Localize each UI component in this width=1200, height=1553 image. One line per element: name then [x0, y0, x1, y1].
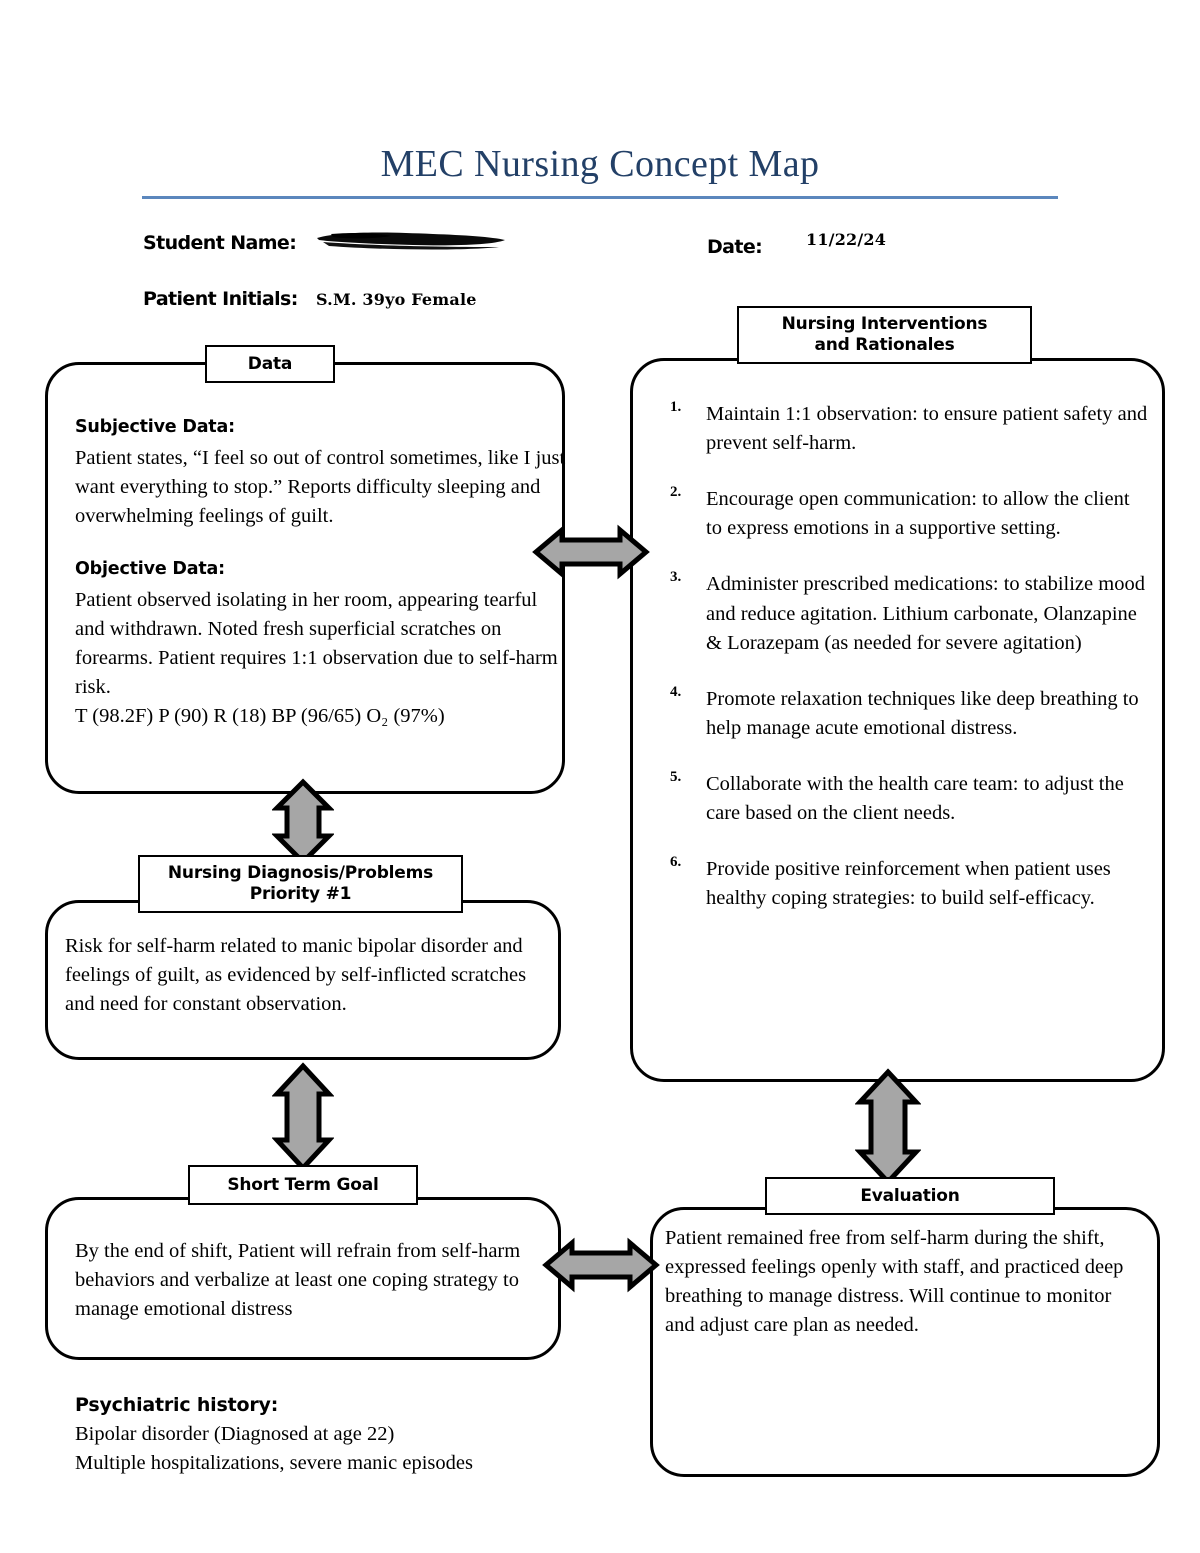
nursing-interventions-tab-line2: and Rationales [814, 335, 955, 355]
list-item-number: 1. [670, 399, 682, 415]
list-item: 6. Provide positive reinforcement when p… [668, 854, 1148, 913]
title-divider [142, 196, 1058, 199]
list-item-text: Promote relaxation techniques like deep … [706, 687, 1139, 739]
date-value: 11/22/24 [806, 230, 887, 249]
subjective-data-heading: Subjective Data: [75, 417, 235, 437]
short-term-goal-text: By the end of shift, Patient will refrai… [75, 1240, 521, 1321]
data-spacer [75, 531, 570, 557]
student-name-label: Student Name: [143, 232, 297, 254]
evaluation-text: Patient remained free from self-harm dur… [665, 1227, 1124, 1337]
list-item-text: Maintain 1:1 observation: to ensure pati… [706, 403, 1148, 455]
data-panel-body: Subjective Data: Patient states, “I feel… [75, 415, 570, 732]
arrow-interventions-to-evaluation [854, 1068, 922, 1186]
short-term-goal-panel [45, 1197, 561, 1360]
data-panel [45, 362, 565, 794]
nursing-diagnosis-text: Risk for self-harm related to manic bipo… [65, 935, 527, 1016]
list-item-number: 2. [670, 484, 682, 501]
student-name-redaction [313, 228, 509, 254]
arrow-data-to-diagnosis [270, 778, 336, 866]
arrow-data-to-interventions [532, 516, 650, 588]
arrow-diagnosis-to-goal [271, 1062, 335, 1172]
nursing-diagnosis-tab-line2: Priority #1 [249, 884, 352, 904]
evaluation-panel [650, 1207, 1160, 1477]
short-term-goal-tab: Short Term Goal [188, 1165, 418, 1205]
nursing-diagnosis-tab: Nursing Diagnosis/Problems Priority #1 [138, 855, 463, 913]
list-item: 1. Maintain 1:1 observation: to ensure p… [668, 399, 1148, 458]
date-label: Date: [707, 236, 763, 258]
list-item: 5. Collaborate with the health care team… [668, 768, 1148, 828]
list-item-number: 5. [670, 768, 682, 785]
list-item-number: 3. [670, 569, 682, 586]
evaluation-tab: Evaluation [765, 1177, 1055, 1215]
nursing-interventions-tab-line1: Nursing Interventions [781, 314, 988, 335]
list-item-number: 6. [670, 854, 682, 871]
list-item-text: Administer prescribed medications: to st… [706, 573, 1145, 654]
list-item: 2. Encourage open communication: to allo… [668, 484, 1148, 543]
patient-initials-value: S.M. 39yo Female [316, 290, 477, 309]
subjective-data-text: Patient states, “I feel so out of contro… [75, 446, 566, 528]
nursing-interventions-list: 1. Maintain 1:1 observation: to ensure p… [668, 399, 1148, 940]
objective-data-heading: Objective Data: [75, 559, 225, 580]
list-item-text: Collaborate with the health care team: t… [706, 772, 1124, 825]
page-title: MEC Nursing Concept Map [380, 143, 820, 185]
nursing-diagnosis-tab-line1: Nursing Diagnosis/Problems [167, 863, 434, 884]
list-item-number: 4. [670, 683, 682, 700]
nursing-interventions-tab: Nursing Interventions and Rationales [737, 306, 1032, 364]
list-item-text: Provide positive reinforcement when pati… [706, 858, 1111, 910]
psychiatric-history-line1: Bipolar disorder (Diagnosed at age 22) [75, 1423, 395, 1446]
psychiatric-history-heading: Psychiatric history: [75, 1394, 279, 1416]
arrow-goal-to-evaluation [542, 1229, 660, 1301]
list-item: 3. Administer prescribed medications: to… [668, 569, 1148, 657]
objective-data-text: Patient observed isolating in her room, … [75, 589, 558, 699]
nursing-interventions-panel [630, 358, 1165, 1082]
list-item: 4. Promote relaxation techniques like de… [668, 683, 1148, 743]
patient-initials-label: Patient Initials: [143, 288, 298, 310]
data-panel-tab: Data [205, 345, 335, 383]
nursing-diagnosis-panel [45, 900, 561, 1060]
list-item-text: Encourage open communication: to allow t… [706, 488, 1130, 540]
vital-signs-text: T (98.2F) P (90) R (18) BP (96/65) O₂ (9… [75, 705, 445, 728]
psychiatric-history-section: Psychiatric history: Bipolar disorder (D… [75, 1392, 595, 1477]
psychiatric-history-line2: Multiple hospitalizations, severe manic … [75, 1451, 473, 1474]
